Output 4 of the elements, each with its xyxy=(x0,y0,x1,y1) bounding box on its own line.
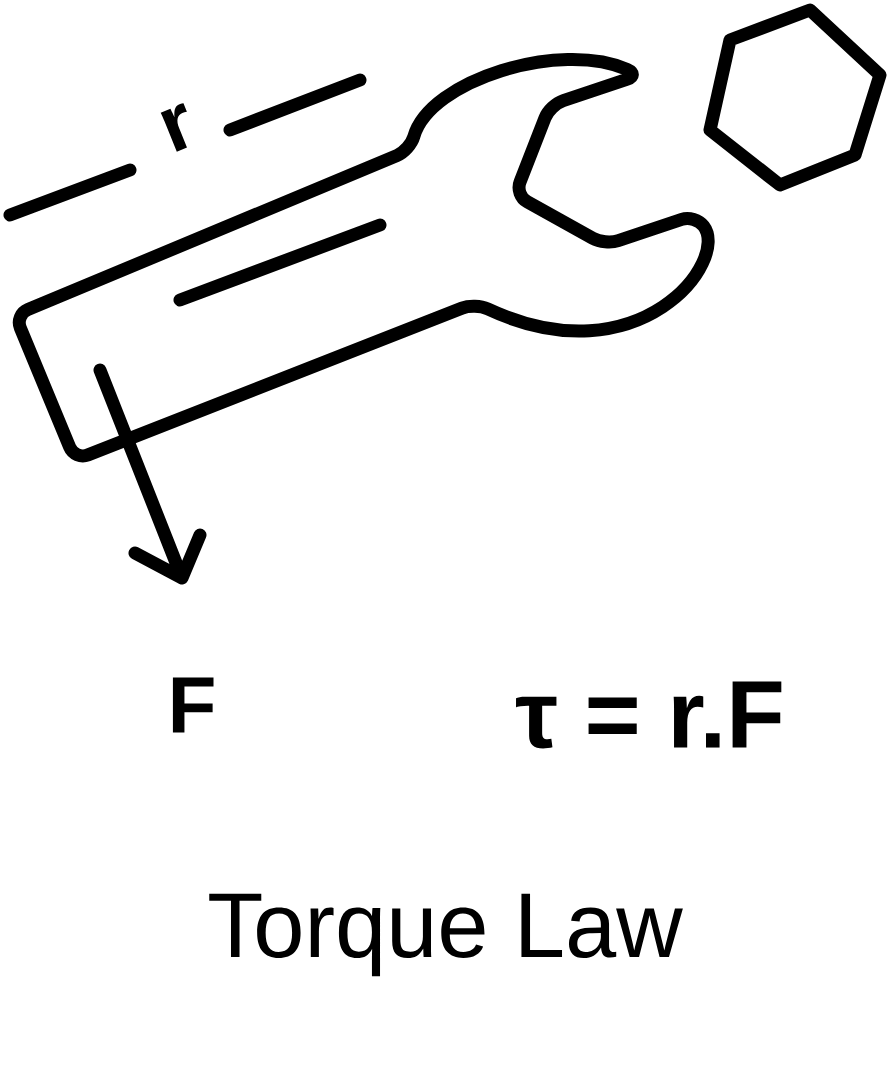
caption: Torque Law xyxy=(209,893,683,977)
dimension-label: r xyxy=(160,103,187,152)
formula: τ = r.F xyxy=(516,681,782,749)
force-label: F xyxy=(172,677,214,733)
